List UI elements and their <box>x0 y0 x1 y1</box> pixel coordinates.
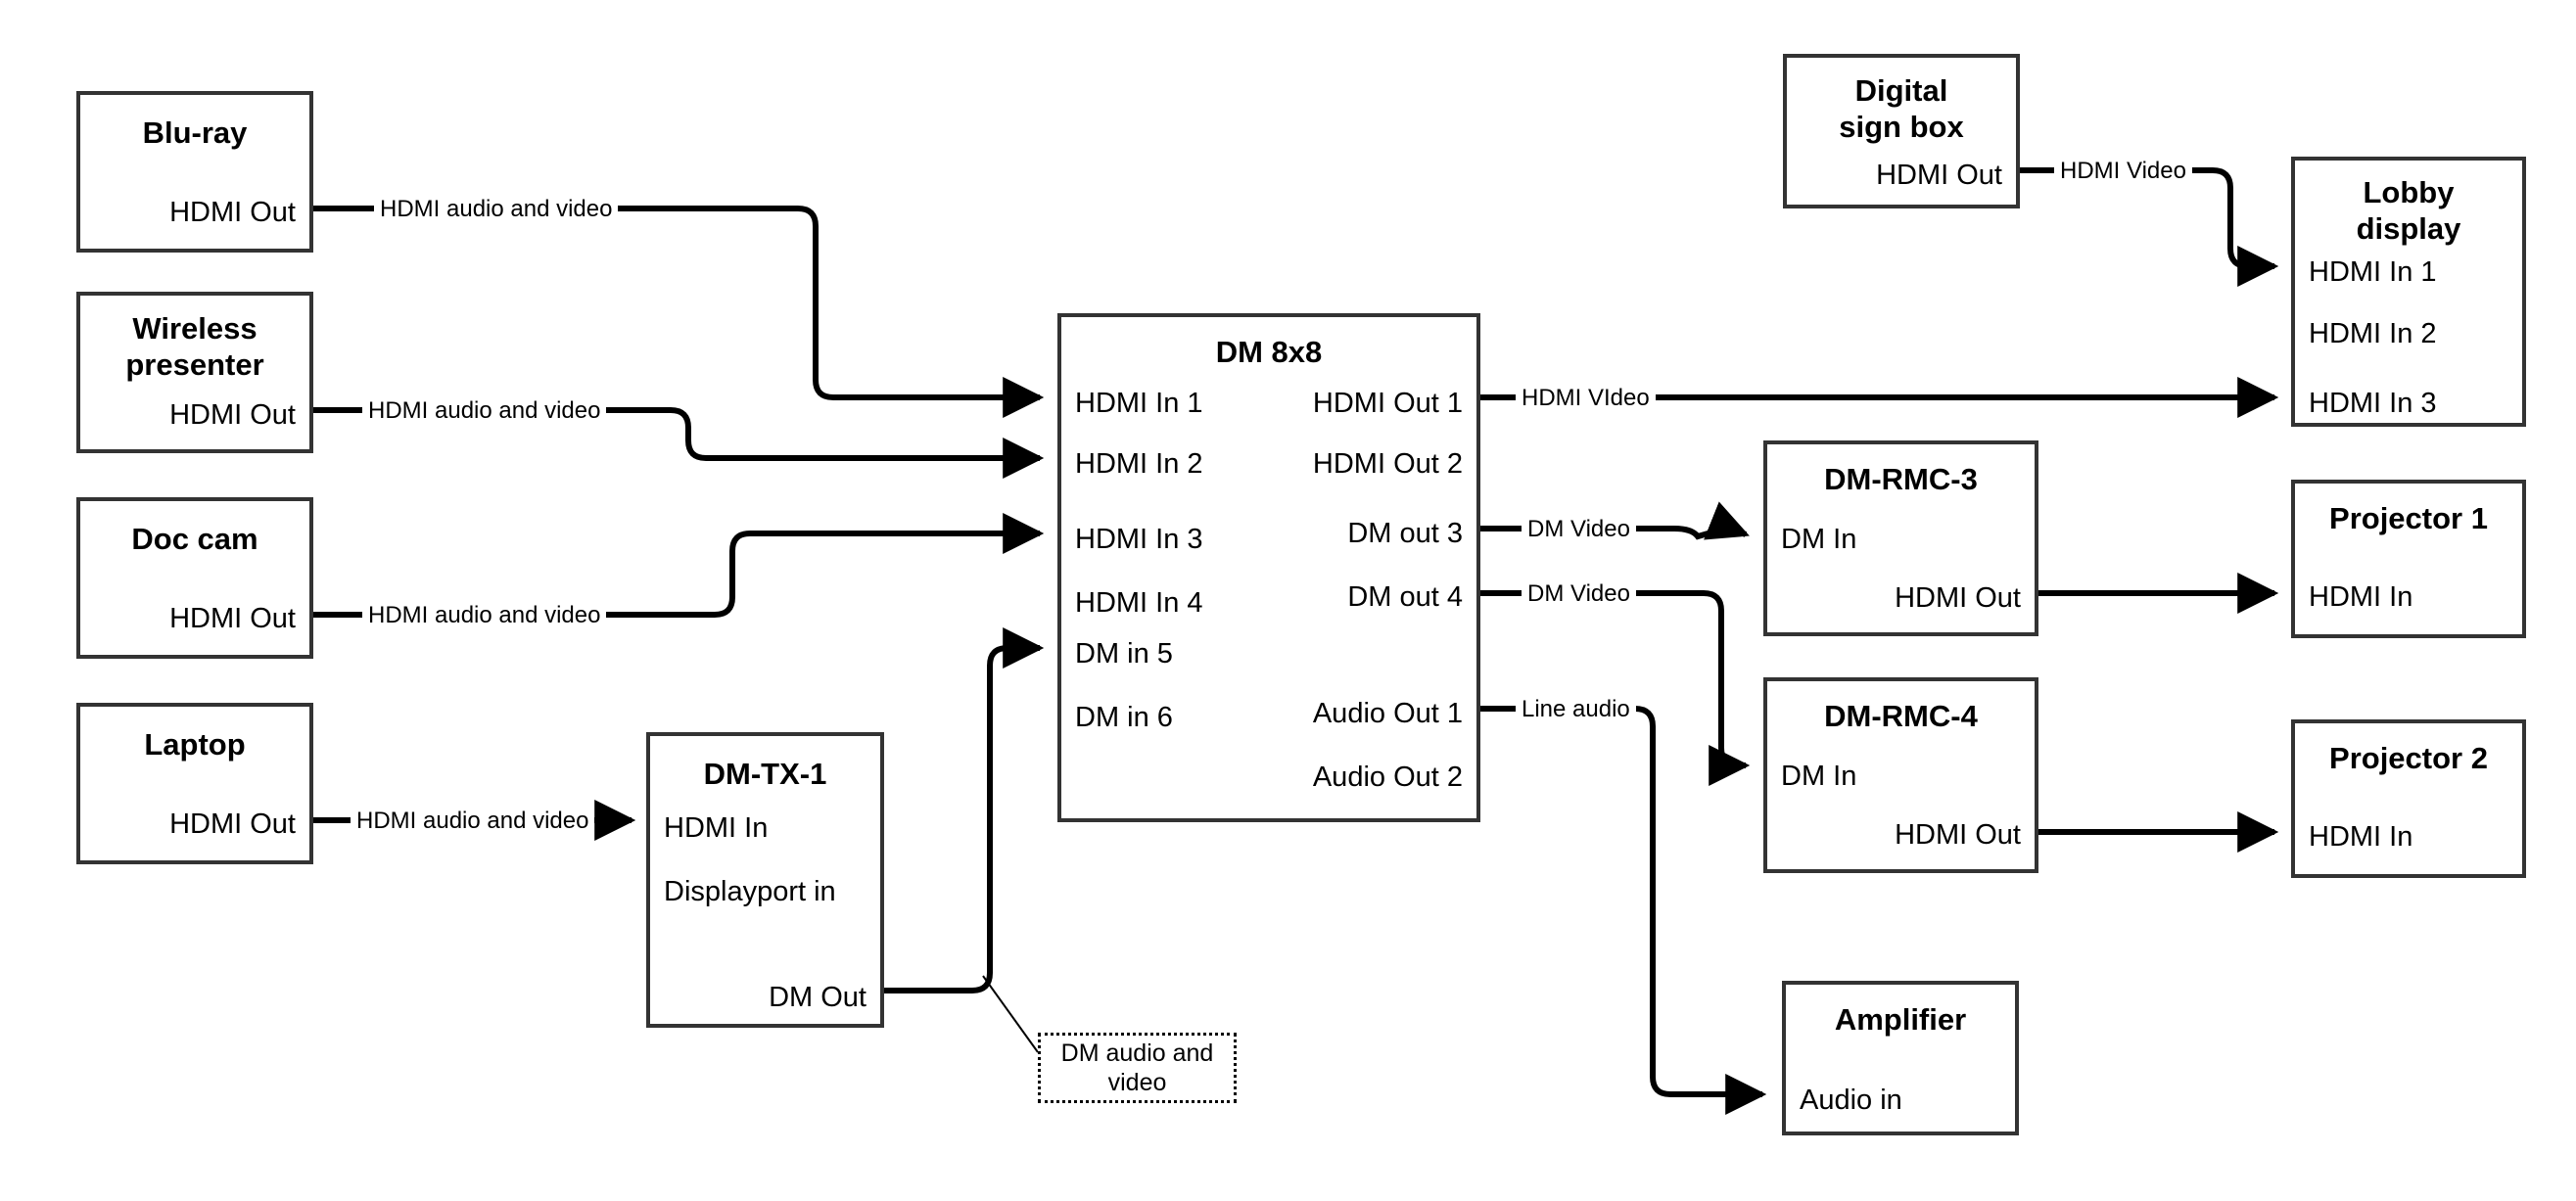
node-wireless-presenter[interactable]: Wireless presenter HDMI Out <box>76 292 313 453</box>
node-dm-8x8-input-hdmi-in-4: HDMI In 4 <box>1075 587 1203 619</box>
wire-dmtx1-to-dm8x8 <box>884 627 1045 993</box>
node-amplifier-title: Amplifier <box>1834 1002 1967 1037</box>
wire-dm8x8-to-amplifier <box>1480 706 1767 1115</box>
node-dm-8x8-output-audio-out-1: Audio Out 1 <box>1312 698 1463 729</box>
node-digital-sign-box-title: Digital sign box <box>1839 73 1964 144</box>
node-laptop[interactable]: Laptop HDMI Out <box>76 703 313 864</box>
node-dm-tx-1-port-displayport-in: Displayport in <box>664 876 836 907</box>
callout-leader-line <box>982 975 1039 1053</box>
node-dm-rmc-4-title: DM-RMC-4 <box>1824 699 1978 733</box>
node-dm-8x8-input-hdmi-in-2: HDMI In 2 <box>1075 448 1203 480</box>
node-dm-8x8-input-hdmi-in-3: HDMI In 3 <box>1075 524 1203 555</box>
wire-label-laptop-to-dmtx1: HDMI audio and video <box>351 809 595 833</box>
wire-label-wireless-to-dm8x8: HDMI audio and video <box>362 399 607 423</box>
node-dm-rmc-3-title: DM-RMC-3 <box>1824 462 1978 496</box>
node-dm-rmc-3[interactable]: DM-RMC-3 DM In HDMI Out <box>1763 440 2038 636</box>
node-dm-8x8-output-audio-out-2: Audio Out 2 <box>1312 762 1463 793</box>
node-dm-tx-1-title: DM-TX-1 <box>703 757 827 791</box>
node-bluray-port-hdmi-out: HDMI Out <box>169 197 296 228</box>
node-projector-2-port-hdmi-in: HDMI In <box>2309 821 2413 853</box>
wire-label-dm8x8-dm-out-4: DM Video <box>1522 582 1636 606</box>
node-laptop-port-hdmi-out: HDMI Out <box>169 808 296 840</box>
node-dm-8x8-input-dm-in-5: DM in 5 <box>1075 638 1173 670</box>
node-projector-1-port-hdmi-in: HDMI In <box>2309 581 2413 613</box>
callout-dm-audio-and-video: DM audio and video <box>1038 1033 1237 1103</box>
node-doc-cam-port-hdmi-out: HDMI Out <box>169 603 296 634</box>
node-wireless-presenter-title: Wireless presenter <box>125 311 264 382</box>
node-dm-rmc-4-port-hdmi-out: HDMI Out <box>1895 819 2021 851</box>
wire-label-doccam-to-dm8x8: HDMI audio and video <box>362 604 607 627</box>
node-projector-1-title: Projector 1 <box>2329 501 2488 535</box>
node-lobby-display[interactable]: Lobby display HDMI In 1 HDMI In 2 HDMI I… <box>2291 157 2526 427</box>
wire-label-sign-to-lobby: HDMI Video <box>2054 160 2192 183</box>
node-digital-sign-box-port-hdmi-out: HDMI Out <box>1876 160 2002 191</box>
node-doc-cam-title: Doc cam <box>131 522 258 556</box>
wire-label-dm8x8-audio-out-1: Line audio <box>1516 698 1636 721</box>
wire-label-dm8x8-dm-out-3: DM Video <box>1522 518 1636 541</box>
node-dm-tx-1-port-dm-out: DM Out <box>769 982 866 1013</box>
node-bluray[interactable]: Blu-ray HDMI Out <box>76 91 313 253</box>
node-lobby-display-input-hdmi-in-3: HDMI In 3 <box>2309 388 2437 419</box>
wire-dm8x8-to-rmc4 <box>1480 590 1751 786</box>
node-amplifier[interactable]: Amplifier Audio in <box>1782 981 2019 1135</box>
wire-bluray-to-dm8x8 <box>313 206 1045 418</box>
wire-label-dm8x8-hdmi-out-1: HDMI VIdeo <box>1516 387 1656 410</box>
node-dm-8x8-input-dm-in-6: DM in 6 <box>1075 702 1173 733</box>
node-dm-8x8-output-hdmi-out-1: HDMI Out 1 <box>1312 388 1463 419</box>
node-projector-1[interactable]: Projector 1 HDMI In <box>2291 480 2526 638</box>
wire-label-bluray-to-dm8x8: HDMI audio and video <box>374 198 619 221</box>
node-amplifier-port-audio-in: Audio in <box>1800 1085 1902 1116</box>
node-wireless-presenter-port-hdmi-out: HDMI Out <box>169 399 296 431</box>
node-bluray-title: Blu-ray <box>142 115 248 150</box>
node-laptop-title: Laptop <box>144 727 246 762</box>
node-lobby-display-title: Lobby display <box>2356 175 2461 246</box>
node-dm-rmc-4-port-dm-in: DM In <box>1781 761 1857 792</box>
node-doc-cam[interactable]: Doc cam HDMI Out <box>76 497 313 659</box>
node-lobby-display-input-hdmi-in-2: HDMI In 2 <box>2309 318 2437 349</box>
node-projector-2[interactable]: Projector 2 HDMI In <box>2291 719 2526 878</box>
wire-sign-to-lobby-in1 <box>2020 167 2279 287</box>
node-dm-8x8-title: DM 8x8 <box>1215 335 1323 369</box>
node-dm-tx-1[interactable]: DM-TX-1 HDMI In Displayport in DM Out <box>646 732 884 1028</box>
node-dm-rmc-4[interactable]: DM-RMC-4 DM In HDMI Out <box>1763 677 2038 873</box>
node-lobby-display-input-hdmi-in-1: HDMI In 1 <box>2309 256 2437 288</box>
node-dm-rmc-3-port-dm-in: DM In <box>1781 524 1857 555</box>
node-dm-rmc-3-port-hdmi-out: HDMI Out <box>1895 582 2021 614</box>
node-projector-2-title: Projector 2 <box>2329 741 2488 775</box>
node-dm-8x8-input-hdmi-in-1: HDMI In 1 <box>1075 388 1203 419</box>
node-dm-8x8-output-hdmi-out-2: HDMI Out 2 <box>1312 448 1463 480</box>
node-dm-8x8-output-dm-out-3: DM out 3 <box>1347 518 1463 549</box>
node-dm-tx-1-port-hdmi-in: HDMI In <box>664 812 769 844</box>
node-dm-8x8[interactable]: DM 8x8 HDMI In 1 HDMI In 2 HDMI In 3 HDM… <box>1057 313 1480 822</box>
node-digital-sign-box[interactable]: Digital sign box HDMI Out <box>1783 54 2020 208</box>
node-dm-8x8-output-dm-out-4: DM out 4 <box>1347 581 1463 613</box>
